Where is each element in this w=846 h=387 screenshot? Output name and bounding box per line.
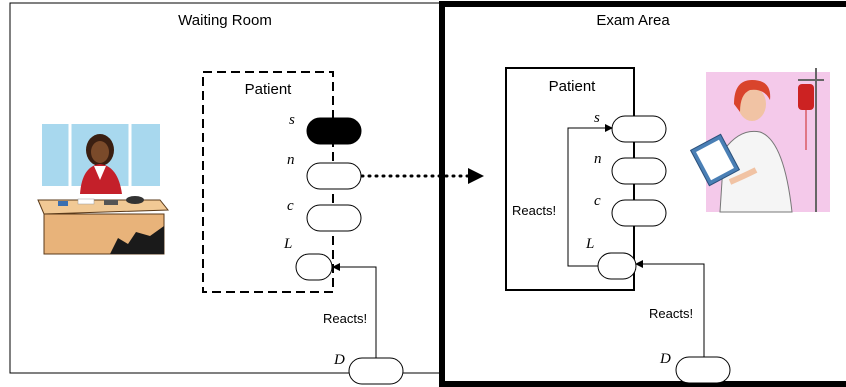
exam-slot-s <box>611 115 667 143</box>
exam-slot-n-label: n <box>594 151 602 167</box>
waiting-reaction-label: Reacts! <box>323 311 367 326</box>
exam-reaction-label: Reacts! <box>649 306 693 321</box>
exam-source-D-label: D <box>659 351 671 367</box>
exam-area-title: Exam Area <box>596 12 670 29</box>
waiting-room-title: Waiting Room <box>178 12 272 29</box>
exam-source-D <box>675 356 731 384</box>
waiting-slot-c <box>306 204 362 232</box>
waiting-reaction-line <box>332 263 377 358</box>
exam-slot-c <box>611 199 667 227</box>
receptionist-illustration <box>37 124 170 255</box>
waiting-slot-L <box>295 253 333 281</box>
exam-reaction-line <box>635 260 705 357</box>
exam-slot-L <box>597 252 637 280</box>
waiting-slot-c-label: c <box>287 198 294 214</box>
exam-slot-n <box>611 157 667 185</box>
exam-patient-title: Patient <box>549 78 597 95</box>
exam-area-frame <box>439 1 846 387</box>
exam-slot-L-label: L <box>585 236 594 252</box>
exam-internal-reaction-line <box>567 124 613 267</box>
waiting-slot-n-label: n <box>287 152 295 168</box>
waiting-slot-s-label: s <box>289 112 295 128</box>
waiting-source-D-label: D <box>333 352 345 368</box>
waiting-slot-L-label: L <box>283 236 292 252</box>
waiting-room-frame <box>9 2 443 374</box>
waiting-slot-s <box>306 117 362 145</box>
waiting-source-D <box>348 357 404 385</box>
transfer-arrowhead <box>468 168 484 184</box>
exam-slot-c-label: c <box>594 193 601 209</box>
exam-slot-s-label: s <box>594 110 600 126</box>
exam-internal-reaction-label: Reacts! <box>512 203 556 218</box>
waiting-slot-n <box>306 162 362 190</box>
nurse-illustration <box>689 68 830 213</box>
waiting-patient-title: Patient <box>245 81 293 98</box>
